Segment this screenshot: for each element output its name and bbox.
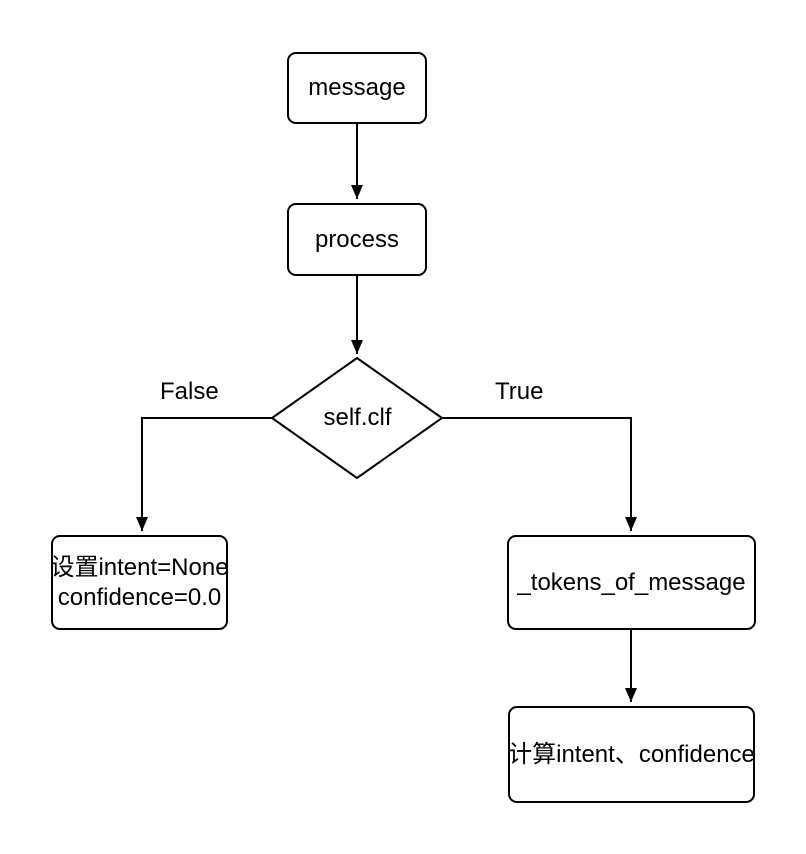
edge-true-branch — [443, 417, 637, 531]
node-set-intent-none: 设置intent=None confidence=0.0 — [50, 535, 229, 630]
node-decision-self-clf: self.clf — [323, 404, 392, 431]
decision-diamond-shape — [270, 356, 444, 480]
node-process: process — [287, 203, 427, 276]
node-message: message — [287, 52, 427, 124]
edge-label-false: False — [160, 378, 219, 405]
node-tokens-of-message: _tokens_of_message — [507, 535, 756, 630]
edge-label-true: True — [495, 378, 544, 405]
edge-false-branch — [136, 417, 272, 531]
node-compute-intent-confidence: 计算intent、confidence — [508, 706, 755, 803]
